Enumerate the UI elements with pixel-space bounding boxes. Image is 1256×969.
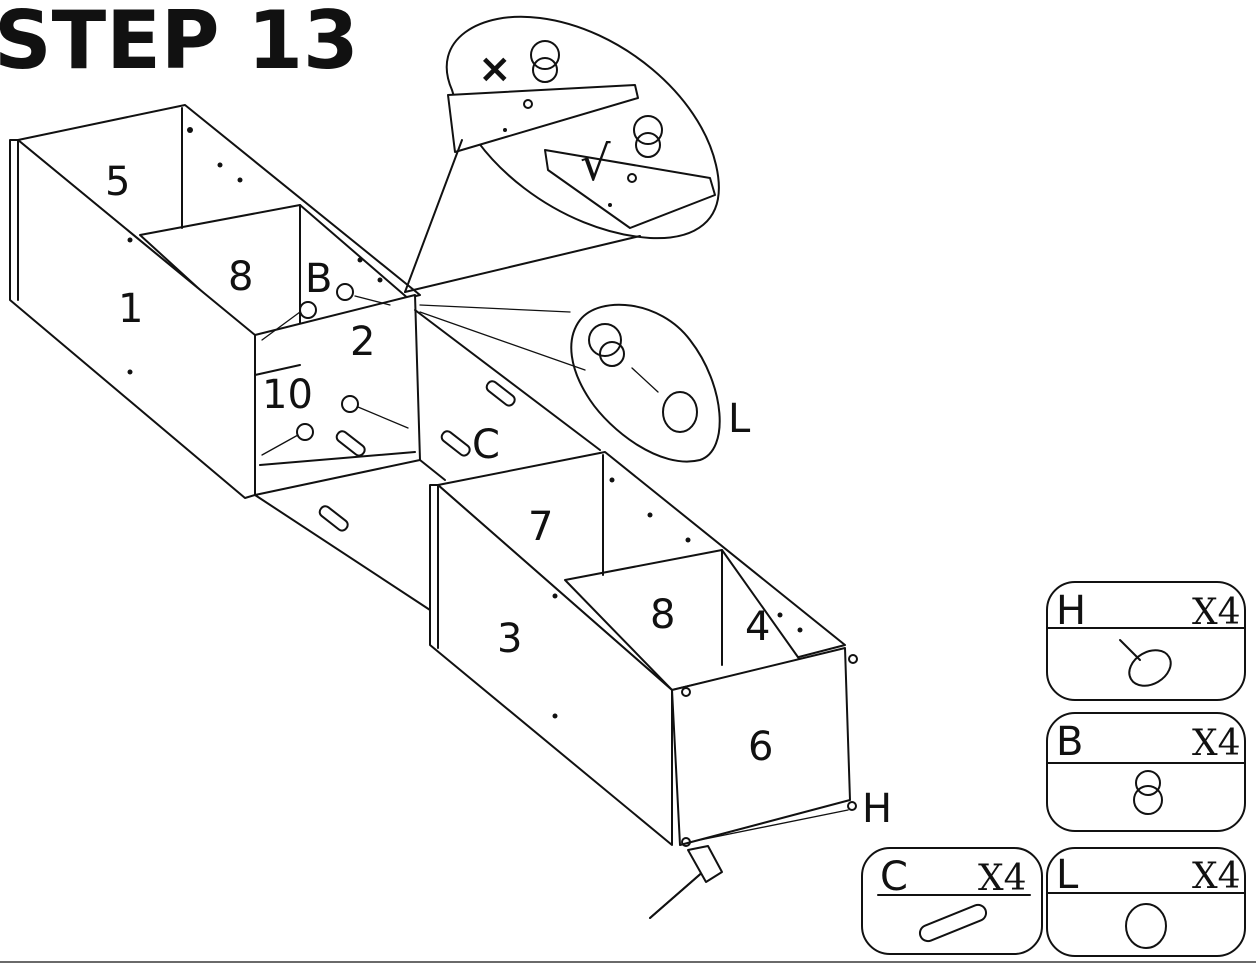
cover-cap-detail [419,303,721,463]
panel-6 [671,647,851,846]
callout-L: L [728,396,751,442]
cam-lock-icon [1133,770,1163,815]
cover-cap-icon [1125,903,1167,949]
wrong-mark: × [478,46,512,92]
step-title: STEP 13 [0,0,359,87]
part-qty: X4 [1192,723,1241,764]
part-qty: X4 [1192,592,1241,633]
cam-lock-icon [530,40,663,158]
panel-1-label: 1 [118,286,143,332]
upper-cabinet [9,104,601,611]
wooden-dowel-icon [918,903,988,943]
part-box-H: H X4 [1046,581,1246,701]
hammer-icon [649,845,723,919]
part-qty: X4 [978,858,1027,899]
part-letter: H [1056,588,1086,634]
nail-glide-icon [1119,639,1172,687]
panel-8-bottom-label: 8 [650,592,675,638]
part-letter: B [1056,719,1083,765]
part-box-B: B X4 [1046,712,1246,832]
part-letter: L [1056,852,1079,898]
part-box-C: C X4 [861,847,1043,955]
callout-B: B [305,256,332,302]
part-box-L: L X4 [1046,847,1246,957]
panel-4-label: 4 [745,604,770,650]
panel-8-top-label: 8 [228,254,253,300]
callout-H: H [862,786,892,832]
lower-cabinet [429,451,858,919]
panel-5-label: 5 [105,159,130,205]
panel-7-label: 7 [528,504,553,550]
callout-C: C [472,422,500,468]
panel-2-label: 2 [350,319,375,365]
panel-10-label: 10 [262,372,313,418]
panel-6-label: 6 [748,724,773,770]
part-letter: C [880,854,908,900]
dowel-fitting [318,380,516,532]
right-mark: √ [580,136,611,192]
panel-3-label: 3 [497,616,522,662]
part-qty: X4 [1192,856,1241,897]
cam-orientation-detail: × √ [404,15,720,293]
cam-lock-fitting [261,283,409,456]
panel-3 [429,484,673,846]
